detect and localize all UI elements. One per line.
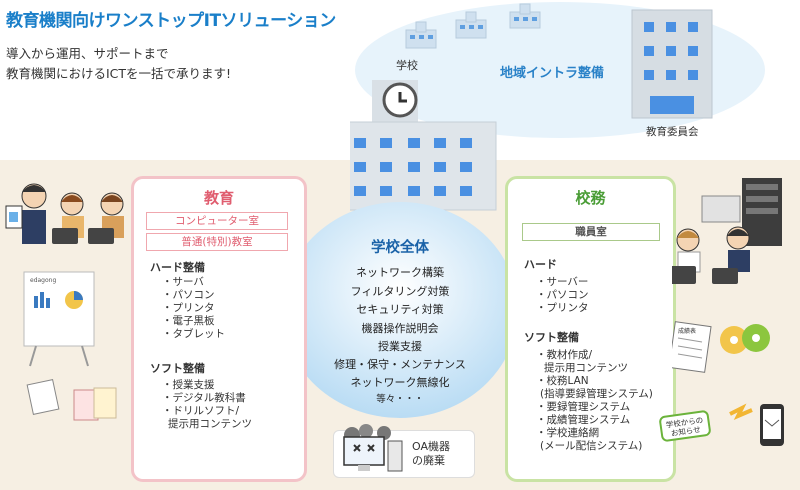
- list-item: ・教材作成/: [536, 349, 593, 361]
- board-of-education-label: 教育委員会: [646, 126, 699, 138]
- center-item: 授業支援: [378, 340, 422, 353]
- staff-room-tag: 職員室: [522, 223, 660, 241]
- list-item: ・成績管理システム: [536, 414, 631, 426]
- list-item: 提示用コンテンツ: [168, 418, 252, 430]
- textbook-icon: [26, 379, 117, 421]
- board-of-education-building-icon: [631, 9, 713, 119]
- staff-room-illustration: [672, 178, 784, 446]
- tablet-icon: [5, 205, 23, 229]
- lightning-icon: [729, 403, 753, 420]
- student-icon: [60, 192, 124, 238]
- classroom-illustration: edagong: [5, 183, 124, 421]
- center-item: ネットワーク無線化: [350, 376, 450, 389]
- list-item: ・要録管理システム: [536, 401, 631, 413]
- lead-line-1: 導入から運用、サポートまで: [6, 46, 169, 61]
- center-item: 修理・保守・メンテナンス: [334, 358, 466, 371]
- teacher-icon: [21, 183, 47, 244]
- list-item: ・校務LAN: [536, 375, 589, 387]
- disc-icon: [720, 324, 770, 354]
- education-title: 教育: [203, 189, 234, 207]
- regional-intranet-cloud: [350, 2, 765, 211]
- education-panel: 教育 コンピューター室 普通(特別)教室 ハード整備 ・サーバ ・パソコン ・プ…: [131, 176, 307, 482]
- broken-computer-icon: [343, 424, 403, 472]
- list-item: (指導要録管理システム): [540, 388, 653, 400]
- classroom-tag: 普通(特別)教室: [146, 233, 288, 251]
- grade-report-label: 成績表: [678, 328, 697, 335]
- oa-label-line-1: OA機器: [412, 440, 450, 453]
- school-label: 学校: [396, 59, 418, 72]
- center-item: セキュリティ対策: [356, 303, 444, 316]
- list-item: ・パソコン: [536, 289, 589, 301]
- education-soft-heading: ソフト整備: [150, 362, 205, 375]
- page-title: 教育機関向けワンストップITソリューション: [6, 11, 336, 31]
- center-title: 学校全体: [371, 240, 429, 256]
- laptop-icon: [52, 228, 114, 244]
- list-item: ・ドリルソフト/: [162, 405, 240, 417]
- list-item: ・デジタル教科書: [162, 392, 246, 404]
- main-school-building-icon: [350, 80, 497, 211]
- center-item: フィルタリング対策: [350, 285, 450, 298]
- list-item: ・学校連絡網: [536, 427, 599, 439]
- list-item: ・授業支援: [162, 379, 215, 391]
- oa-disposal-label: OA機器 の廃棄: [412, 440, 450, 468]
- school-wide-ellipse: [282, 202, 518, 418]
- admin-soft-heading: ソフト整備: [524, 331, 579, 344]
- list-item: 提示用コンテンツ: [544, 362, 628, 374]
- center-item: 等々・・・: [376, 394, 424, 405]
- laptop-icon: [672, 266, 738, 284]
- list-item: ・タブレット: [162, 328, 225, 340]
- list-item: ・プリンタ: [536, 302, 589, 314]
- regional-intranet-label: 地域イントラ整備: [500, 66, 605, 81]
- staff-icon: [676, 226, 750, 273]
- list-item: (メール配信システム): [540, 440, 643, 452]
- school-admin-panel: 校務 職員室 ハード ・サーバー ・パソコン ・プリンタ ソフト整備 ・教材作成…: [505, 176, 676, 482]
- list-item: ・サーバ: [162, 276, 204, 288]
- computer-room-tag: コンピューター室: [146, 212, 288, 230]
- smartphone-icon: [760, 404, 784, 446]
- oa-label-line-2: の廃棄: [412, 454, 445, 467]
- list-item: ・サーバー: [536, 276, 589, 288]
- admin-title: 校務: [575, 189, 606, 207]
- admin-hard-heading: ハード: [524, 258, 557, 271]
- education-hard-heading: ハード整備: [150, 261, 205, 274]
- list-item: ・パソコン: [162, 289, 215, 301]
- list-item: ・プリンタ: [162, 302, 215, 314]
- small-school-icon: [405, 3, 541, 49]
- whiteboard-icon: edagong: [23, 271, 95, 367]
- lead-text: 導入から運用、サポートまで 教育機関におけるICTを一括で承ります!: [6, 44, 231, 84]
- document-icon: [672, 321, 712, 373]
- lead-line-2: 教育機関におけるICTを一括で承ります!: [6, 66, 232, 81]
- center-item: ネットワーク構築: [356, 266, 444, 279]
- list-item: ・電子黒板: [162, 315, 215, 327]
- center-item: 機器操作説明会: [361, 322, 439, 335]
- whiteboard-text: edagong: [30, 277, 56, 284]
